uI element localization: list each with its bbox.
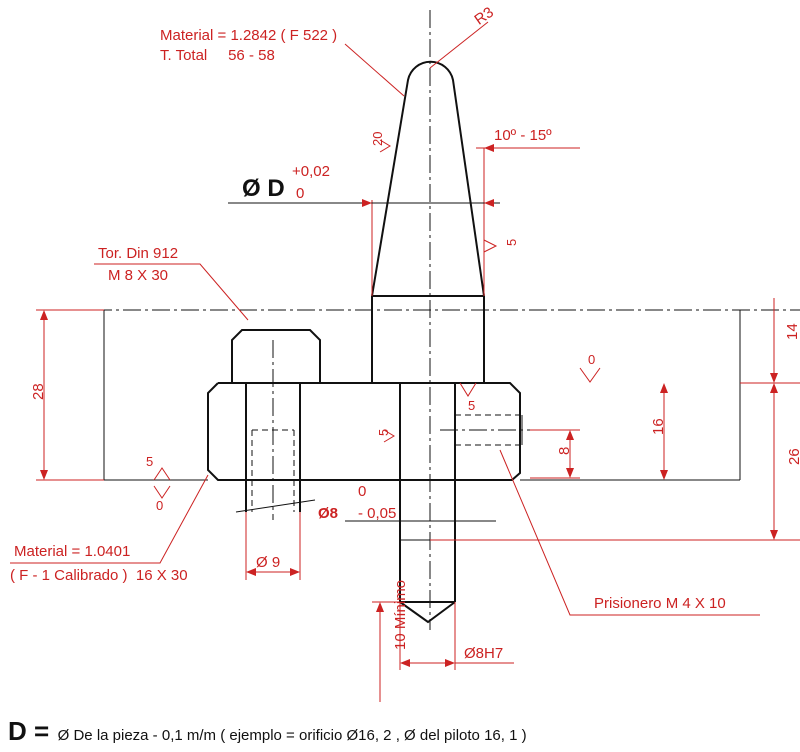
dimension-lines [10, 21, 800, 702]
material-top-label: Material = 1.2842 ( F 522 ) [160, 27, 337, 44]
dia9-label: Ø 9 [256, 554, 280, 571]
roughness-0-base: 0 [156, 498, 163, 513]
roughness-5-bore: 5 [376, 429, 391, 436]
footnote-text: Ø De la pieza - 0,1 m/m ( ejemplo = orif… [57, 727, 527, 744]
roughness-0-top: 0 [588, 352, 595, 367]
dimension-16: 16 [650, 418, 667, 435]
dia8h7-label: Ø8H7 [464, 645, 503, 662]
arrowheads [40, 144, 778, 667]
material-base-line2: ( F - 1 Calibrado ) 16 X 30 [10, 567, 188, 584]
dia-d-upper-tolerance: +0,02 [292, 163, 330, 180]
footnote-symbol: D = [8, 716, 50, 746]
total-top-label: T. Total 56 - 58 [160, 47, 275, 64]
dia-d-label: Ø D [242, 175, 285, 202]
screw-label-line1: Tor. Din 912 [98, 245, 178, 262]
screw-head [231, 329, 321, 512]
dimension-26: 26 [786, 448, 800, 465]
surface-finish-symbols [153, 139, 601, 499]
center-lines [36, 10, 800, 630]
angle-label: 10º - 15º [494, 127, 552, 144]
roughness-5-pin: 5 [504, 239, 519, 246]
min10-label: 10 Mínimo [392, 580, 409, 650]
dia8-lower-tolerance: - 0,05 [358, 505, 396, 522]
base-plate [103, 310, 741, 481]
footnote: D = Ø De la pieza - 0,1 m/m ( ejemplo = … [8, 716, 527, 747]
material-base-line1: Material = 1.0401 [14, 543, 130, 560]
setscrew-label: Prisionero M 4 X 10 [594, 595, 726, 612]
roughness-20: 20 [370, 132, 385, 146]
dimension-28: 28 [30, 383, 47, 400]
dia-d-lower-tolerance: 0 [296, 185, 304, 202]
dia8-label: Ø8 [318, 505, 338, 522]
dimension-8: 8 [556, 447, 573, 455]
screw-label-line2: M 8 X 30 [108, 267, 168, 284]
roughness-5-hole: 5 [468, 398, 475, 413]
roughness-5-base: 5 [146, 454, 153, 469]
radius-label: R3 [471, 4, 496, 29]
dia8-upper-tolerance: 0 [358, 483, 366, 500]
dimension-14: 14 [784, 323, 800, 340]
